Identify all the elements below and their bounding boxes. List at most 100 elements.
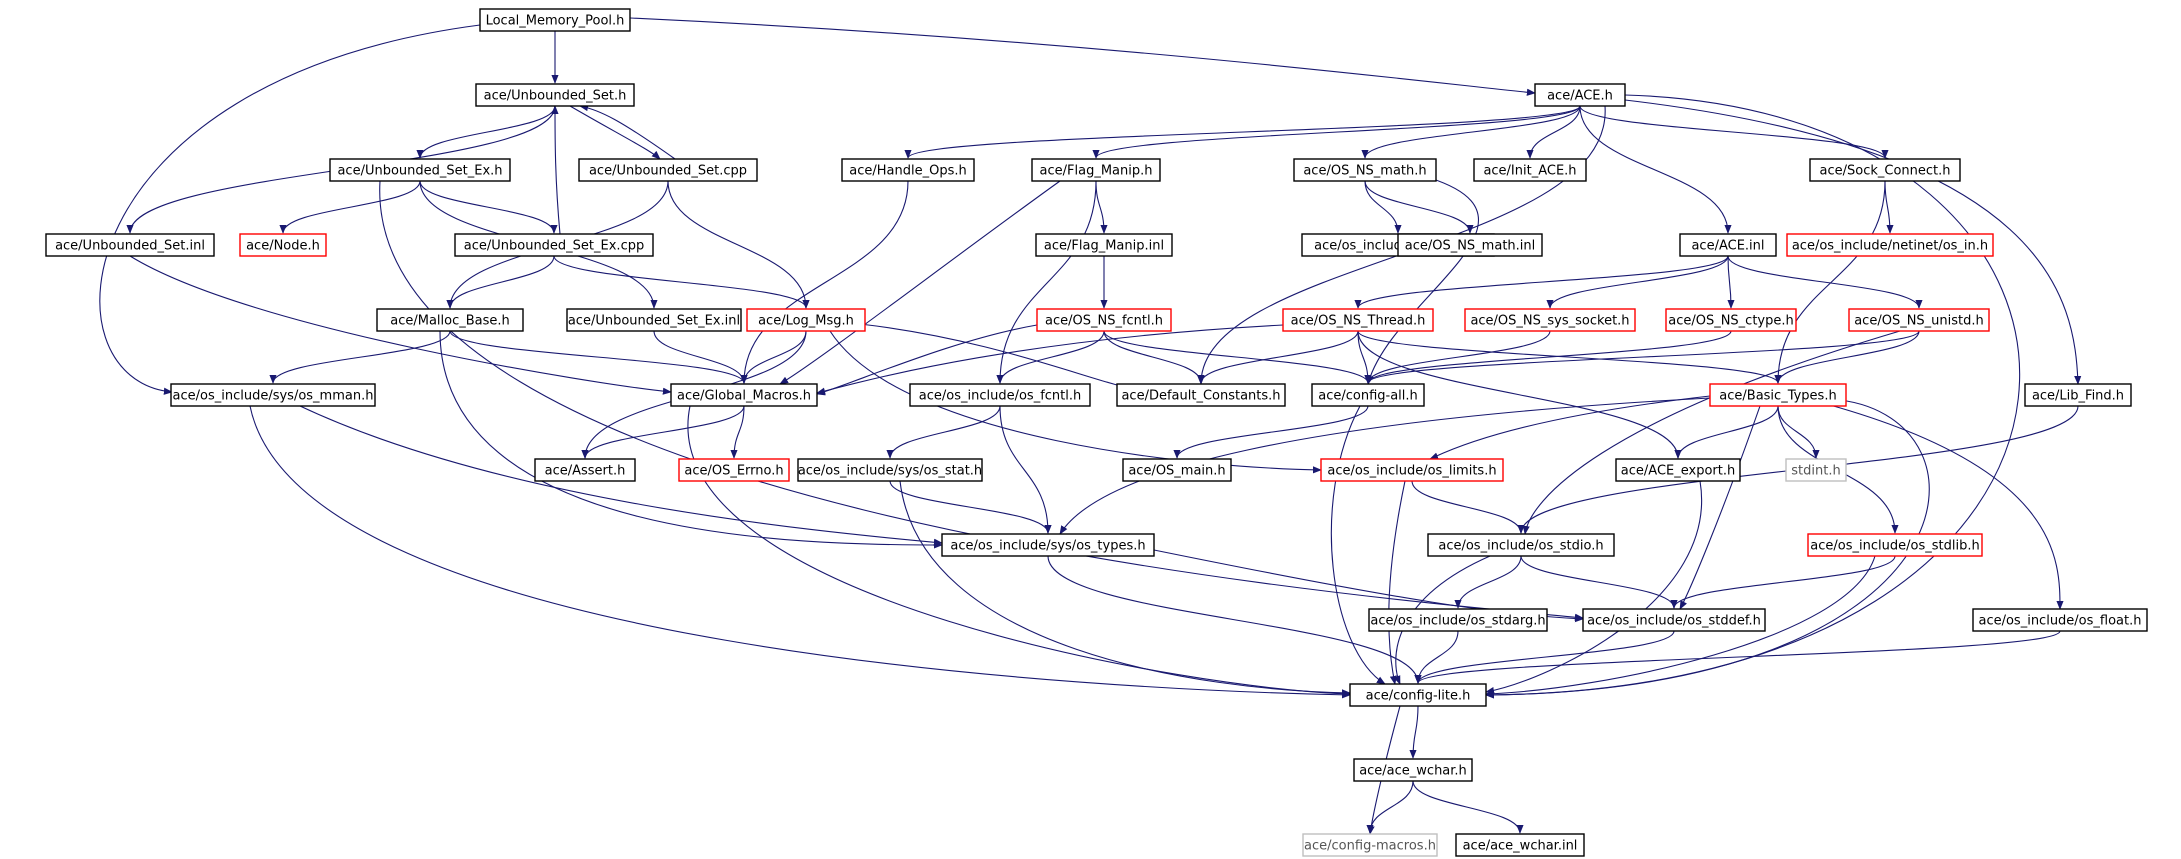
node-n16[interactable]: ace/ACE.inl [1679,233,1777,257]
edge-n20-n27 [740,330,807,384]
node-box [1679,233,1777,257]
node-n39[interactable]: stdint.h [1785,458,1847,482]
node-n34[interactable]: ace/OS_Errno.h [678,458,790,482]
node-box [746,308,866,332]
edge-n28-n35 [886,405,1001,459]
node-n41[interactable]: ace/os_include/os_stdio.h [1427,533,1615,557]
node-box [841,158,975,182]
node-n22[interactable]: ace/OS_NS_Thread.h [1282,308,1434,332]
edge-n16-n23 [1546,255,1729,309]
node-label: ace/Assert.h [545,464,626,479]
node-box [1534,83,1626,107]
node-n49[interactable]: ace/ace_wchar.inl [1455,833,1585,857]
edge-n21-n30 [1103,330,1372,384]
node-n13[interactable]: ace/Flag_Manip.inl [1035,233,1173,257]
edge-n16-n25 [1727,255,1923,309]
node-n47[interactable]: ace/ace_wchar.h [1353,758,1473,782]
node-box [1031,158,1161,182]
node-n2[interactable]: ace/ACE.h [1534,83,1626,107]
node-box [1455,833,1585,857]
node-n21[interactable]: ace/OS_NS_fcntl.h [1036,308,1172,332]
node-label: ace/ACE.inl [1691,239,1764,254]
edge-n12-n1 [551,105,561,235]
node-label: ace/os_include/sys/os_stat.h [798,464,982,479]
node-n35[interactable]: ace/os_include/sys/os_stat.h [797,458,983,482]
node-n11[interactable]: ace/Node.h [239,233,327,257]
node-n23[interactable]: ace/OS_NS_sys_socket.h [1464,308,1636,332]
edge-n6-n13 [1095,180,1108,234]
edge-n2-n7 [1361,105,1581,159]
edge-n31-n39 [1777,405,1820,459]
node-box [1709,383,1847,407]
node-n25[interactable]: ace/OS_NS_unistd.h [1848,308,1990,332]
node-n31[interactable]: ace/Basic_Types.h [1709,383,1847,407]
node-box [1293,158,1437,182]
edge-n47-n49 [1412,780,1524,834]
node-n48[interactable]: ace/config-macros.h [1302,833,1438,857]
node-n20[interactable]: ace/Log_Msg.h [746,308,866,332]
node-n45[interactable]: ace/os_include/os_float.h [1972,608,2148,632]
edge-n30-n46 [1330,405,1386,685]
node-n43[interactable]: ace/os_include/os_stdarg.h [1368,608,1548,632]
node-n7[interactable]: ace/OS_NS_math.h [1293,158,1437,182]
edge-n9-n31 [1774,180,1886,384]
node-label: ace/Flag_Manip.inl [1044,239,1164,254]
node-n18[interactable]: ace/Malloc_Base.h [376,308,524,332]
edge-n25-n30 [1364,330,1920,384]
node-box [534,458,636,482]
edge-n7-n15 [1364,180,1474,234]
node-label: ace/Flag_Manip.h [1040,164,1153,179]
edge-n3-n12 [419,180,558,234]
node-n32[interactable]: ace/Lib_Find.h [2024,383,2132,407]
edge-n27-n46 [687,405,1351,698]
node-n33[interactable]: ace/Assert.h [534,458,636,482]
node-n0[interactable]: Local_Memory_Pool.h [479,8,631,32]
node-n17[interactable]: ace/os_include/netinet/os_in.h [1786,233,1994,257]
node-n3[interactable]: ace/Unbounded_Set_Ex.h [329,158,511,182]
node-n40[interactable]: ace/os_include/sys/os_types.h [941,533,1155,557]
node-box [1302,833,1438,857]
node-n26[interactable]: ace/os_include/sys/os_mman.h [170,383,376,407]
node-box [475,83,635,107]
node-n15[interactable]: ace/OS_NS_math.inl [1397,233,1543,257]
node-label: ace/Lib_Find.h [2032,389,2124,404]
node-n28[interactable]: ace/os_include/os_fcntl.h [909,383,1091,407]
node-box [1785,458,1847,482]
node-n19[interactable]: ace/Unbounded_Set_Ex.inl [566,308,742,332]
node-n12[interactable]: ace/Unbounded_Set_Ex.cpp [454,233,654,257]
edge-n10-n27 [129,255,672,395]
edge-n19-n27 [653,330,748,384]
node-n10[interactable]: ace/Unbounded_Set.inl [45,233,215,257]
node-n9[interactable]: ace/Sock_Connect.h [1809,158,1961,182]
node-n30[interactable]: ace/config-all.h [1311,383,1425,407]
node-n4[interactable]: ace/Unbounded_Set.cpp [578,158,758,182]
node-box [1282,308,1434,332]
node-box [909,383,1091,407]
edge-n45-n46 [1414,630,2061,684]
node-n6[interactable]: ace/Flag_Manip.h [1031,158,1161,182]
node-box [239,233,327,257]
node-label: ace/OS_NS_fcntl.h [1045,314,1163,329]
node-box [2024,383,2132,407]
edge-n2-n8 [1526,105,1581,159]
node-label: ace/OS_main.h [1128,464,1225,479]
node-n29[interactable]: ace/Default_Constants.h [1116,383,1286,407]
node-n36[interactable]: ace/OS_main.h [1122,458,1232,482]
edge-n20-n37 [829,330,1322,474]
node-label: ace/Init_ACE.h [1483,164,1576,179]
edge-n0-n26 [99,24,481,395]
node-n38[interactable]: ace/ACE_export.h [1615,458,1741,482]
node-n1[interactable]: ace/Unbounded_Set.h [475,83,635,107]
edge-n23-n30 [1364,330,1551,384]
node-box [45,233,215,257]
node-n46[interactable]: ace/config-lite.h [1349,683,1487,707]
node-n42[interactable]: ace/os_include/os_stdlib.h [1807,533,1983,557]
node-n24[interactable]: ace/OS_NS_ctype.h [1665,308,1797,332]
node-label: ace/os_include/os_fcntl.h [919,389,1081,404]
node-n5[interactable]: ace/Handle_Ops.h [841,158,975,182]
node-n44[interactable]: ace/os_include/os_stddef.h [1582,608,1766,632]
node-n27[interactable]: ace/Global_Macros.h [670,383,818,407]
node-n8[interactable]: ace/Init_ACE.h [1473,158,1587,182]
node-n37[interactable]: ace/os_include/os_limits.h [1320,458,1504,482]
node-label: ace/Log_Msg.h [758,314,854,329]
